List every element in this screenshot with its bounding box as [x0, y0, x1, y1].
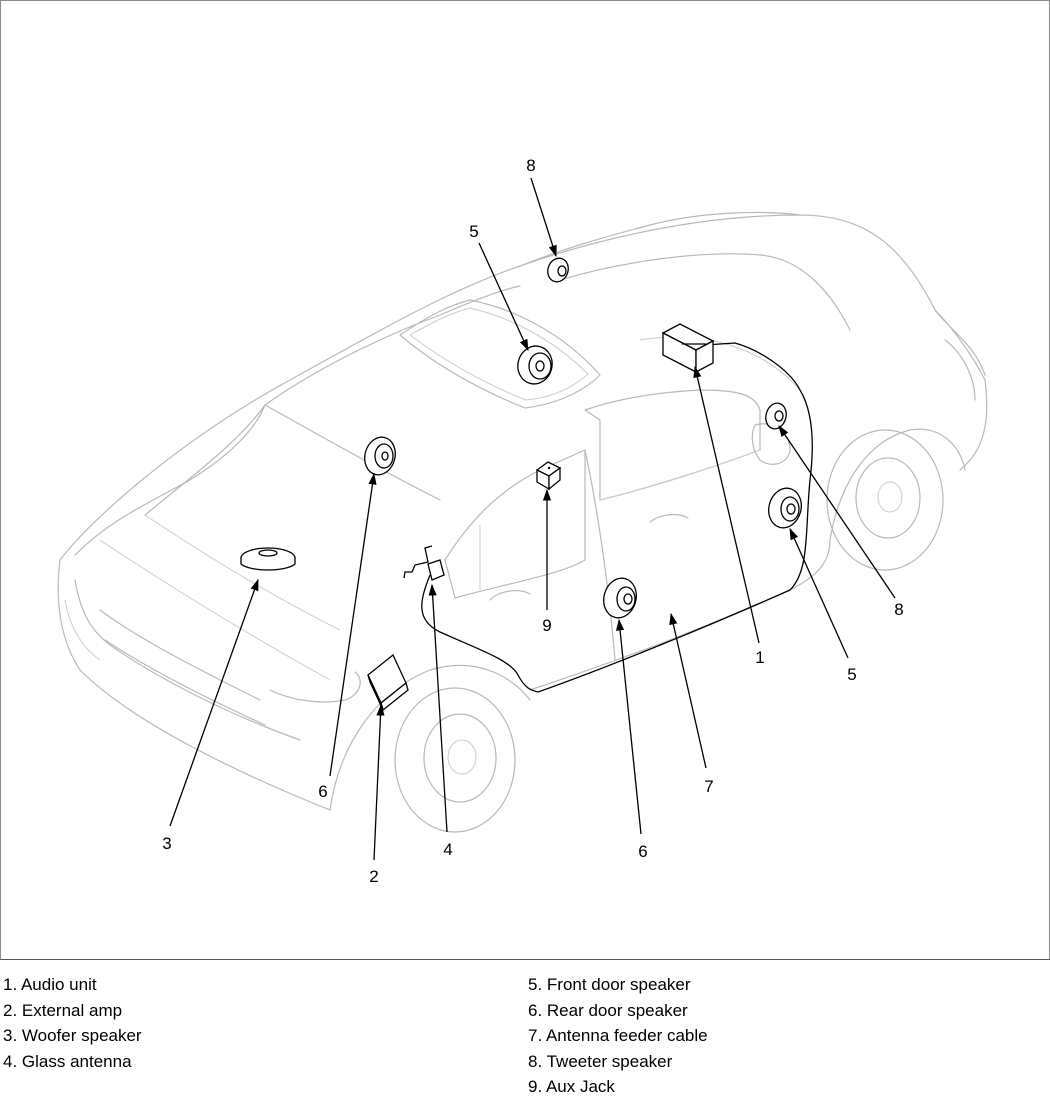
audio-unit-icon [661, 323, 715, 374]
speaker-icon [517, 345, 553, 385]
amp-icon [367, 653, 409, 712]
callout-5-right: 5 [847, 665, 856, 684]
antenna-icon [403, 545, 445, 581]
callout-2: 2 [369, 867, 378, 886]
callout-7: 7 [704, 777, 713, 796]
legend-item: 6. Rear door speaker [528, 1000, 688, 1020]
legend-item: 8. Tweeter speaker [528, 1051, 673, 1071]
legend-left-column: 1. Audio unit 2. External amp 3. Woofer … [3, 972, 142, 1074]
speaker-icon [364, 436, 396, 476]
callout-3: 3 [162, 834, 171, 853]
speaker-icon [547, 257, 569, 283]
speaker-icon [765, 402, 787, 430]
leader-lines [169, 177, 896, 861]
speaker-icon [603, 577, 637, 619]
callout-5-top: 5 [469, 222, 478, 241]
antenna-feeder-cable [421, 342, 813, 693]
speaker-icon [240, 547, 296, 571]
aux-jack-icon [535, 461, 562, 491]
legend-item: 7. Antenna feeder cable [528, 1026, 708, 1045]
speaker-icon [768, 487, 802, 529]
callout-1: 1 [755, 648, 764, 667]
legend-item: 4. Glass antenna [3, 1051, 132, 1071]
callout-6-bottom: 6 [638, 842, 647, 861]
callout-labels: 8 5 1 8 5 6 3 2 4 9 6 7 [162, 156, 903, 886]
legend-item: 3. Woofer speaker [3, 1026, 142, 1045]
callout-4: 4 [443, 840, 452, 859]
callout-9: 9 [542, 616, 551, 635]
legend-right-column: 5. Front door speaker 6. Rear door speak… [528, 972, 708, 1100]
callout-8-right: 8 [894, 600, 903, 619]
legend-item: 1. Audio unit [3, 975, 97, 994]
legend-item: 5. Front door speaker [528, 975, 691, 994]
callout-8-top: 8 [526, 156, 535, 175]
callout-6-left: 6 [318, 782, 327, 801]
audio-system-diagram: 8 5 1 8 5 6 3 2 4 9 6 7 [57, 156, 988, 886]
car-outline [57, 211, 988, 833]
parts-legend: 1. Audio unit 2. External amp 3. Woofer … [0, 962, 1050, 1099]
legend-item: 9. Aux Jack [528, 1077, 615, 1096]
legend-item: 2. External amp [3, 1000, 123, 1020]
diagram-frame [0, 0, 1050, 960]
